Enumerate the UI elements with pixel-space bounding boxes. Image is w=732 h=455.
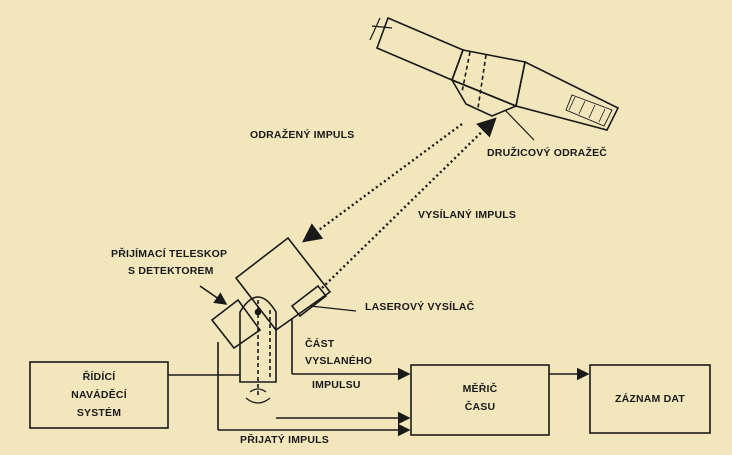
laser-transmitter-label: LASEROVÝ VYSÍLAČ [365, 301, 475, 313]
guidance-system-text-3: SYSTÉM [76, 407, 122, 419]
part-label-3: IMPULSU [312, 379, 361, 391]
data-record-text: ZÁZNAM DAT [614, 393, 686, 405]
time-meter-text-2: ČASU [464, 401, 496, 413]
receiving-telescope [199, 236, 357, 404]
guidance-system-box [29, 361, 169, 429]
sent-pulse-label: VYSÍLANÝ IMPULS [418, 209, 517, 221]
guidance-system-text-1: ŘÍDÍCÍ [82, 371, 116, 383]
reflected-pulse-label: ODRAŽENÝ IMPULS [250, 129, 355, 141]
satellite-reflector-label: DRUŽICOVÝ ODRAŽEČ [487, 147, 608, 159]
time-meter-box [410, 364, 550, 436]
guidance-system-text-2: NAVÁDĚCÍ [71, 389, 127, 401]
data-record-box [589, 364, 711, 434]
received-pulse-label: PŘIJATÝ IMPULS [240, 434, 329, 446]
time-meter-text-1: MĚŘIČ [462, 383, 498, 395]
part-label-2: VYSLANÉHO [305, 355, 373, 367]
satellite-reflector [369, 16, 620, 141]
part-label-1: ČÁST [305, 338, 335, 350]
telescope-label-1: PŘIJÍMACÍ TELESKOP [111, 248, 228, 260]
sent-pulse-beam [321, 117, 497, 289]
telescope-label-2: S DETEKTOREM [128, 265, 214, 277]
